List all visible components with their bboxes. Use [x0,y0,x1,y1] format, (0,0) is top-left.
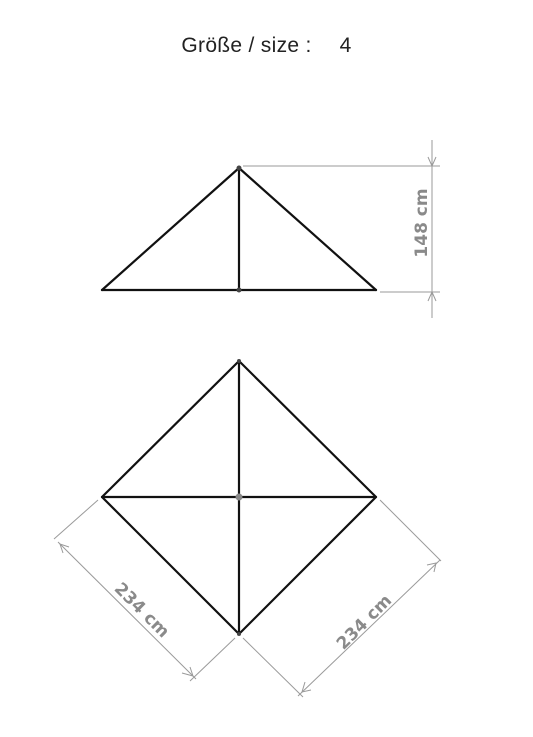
size-value: 4 [339,34,352,57]
left-extension-b [189,637,236,682]
side-view-frame [100,166,378,292]
left-side-dimension [53,499,236,682]
left-arrow-b [181,666,194,677]
side-left-rafter [100,166,241,292]
size-label: Größe / size : [181,34,312,57]
right-extension-a [379,499,442,562]
size-header: Größe / size : 4 [0,34,533,58]
side-right-rafter [237,166,378,292]
left-side-label: 234 cm [110,579,173,642]
height-dimension [243,140,440,318]
left-extension-a [53,499,99,540]
right-side-dimension [242,499,442,698]
height-arrow-top [427,156,437,168]
height-arrow-bottom [427,290,437,302]
left-dimension-line [57,541,197,680]
right-extension-b [242,637,304,698]
right-side-label: 234 cm [333,591,396,654]
left-arrow-a [59,543,70,554]
height-label: 148 cm [412,188,432,257]
side-view: 148 cm [100,140,440,318]
side-base-joint [236,287,242,293]
top-apex-joint [237,359,241,363]
top-view: 234 cm 234 cm [53,359,442,698]
top-center-joint [235,493,243,501]
side-apex-joint [236,165,242,171]
right-arrow-a [426,562,437,573]
right-dimension-line [297,559,441,697]
right-arrow-b [301,681,312,693]
top-bottom-joint [237,632,241,636]
